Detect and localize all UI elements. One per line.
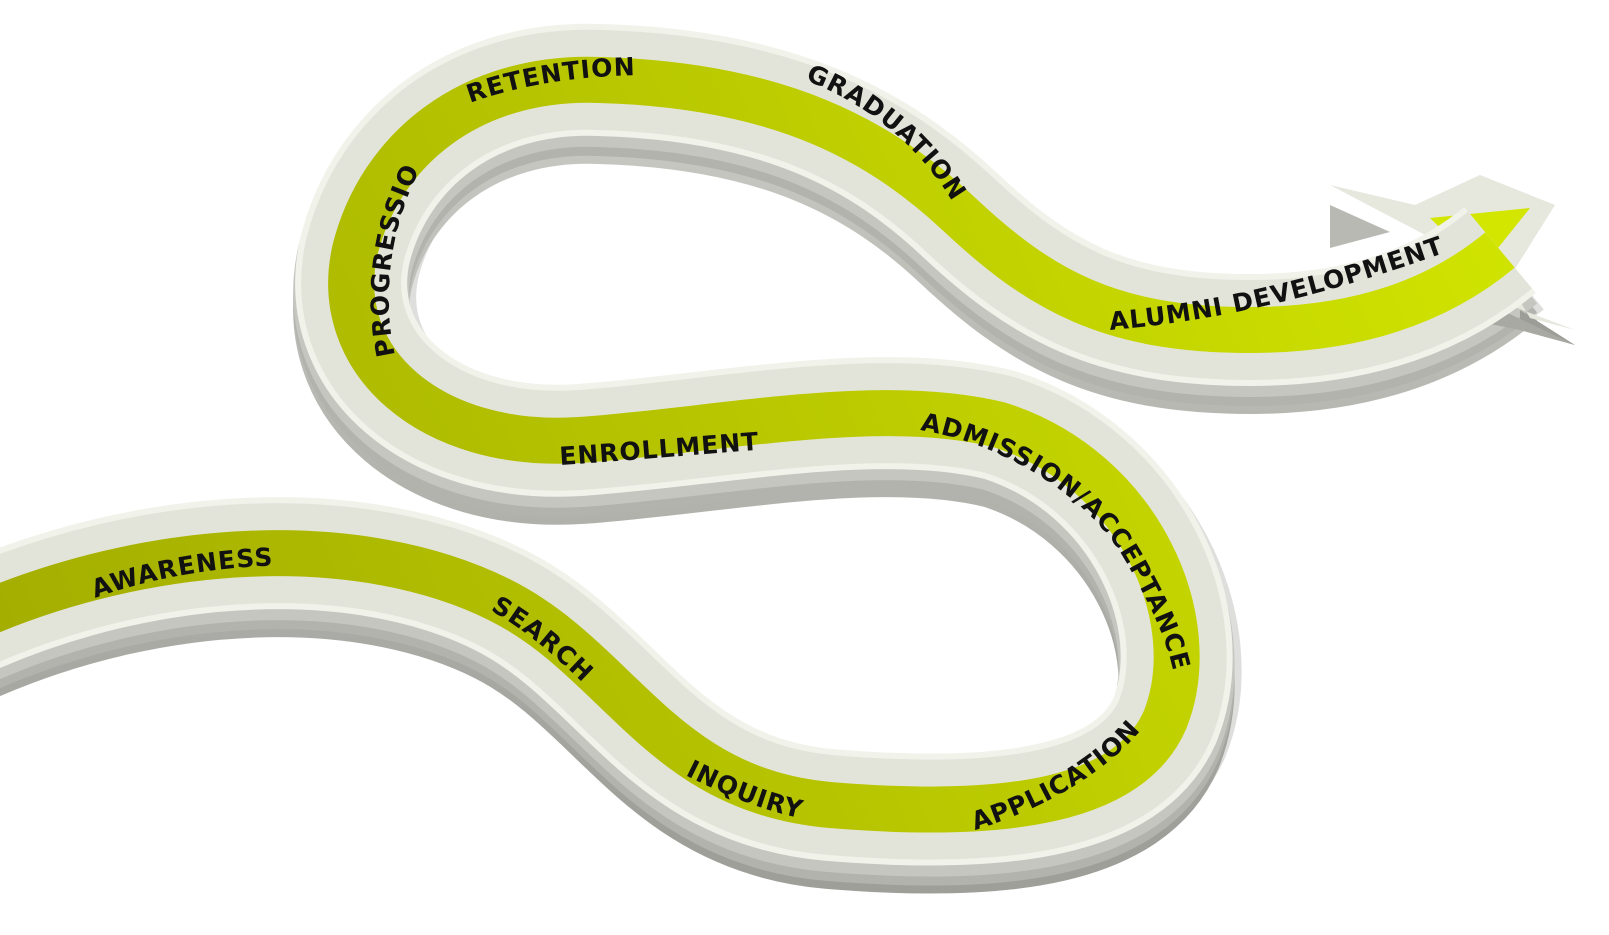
road-svg: AWARENESS SEARCH INQUIRY APPLICATION ADM… <box>0 0 1575 935</box>
student-lifecycle-diagram: AWARENESS SEARCH INQUIRY APPLICATION ADM… <box>0 0 1575 935</box>
